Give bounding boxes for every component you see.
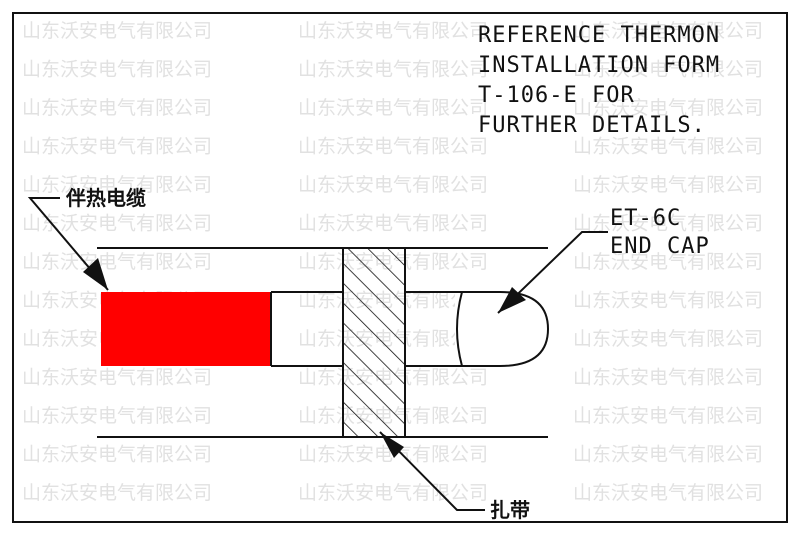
reference-note: REFERENCE THERMON INSTALLATION FORM T-10… — [478, 23, 720, 138]
reference-note-line: INSTALLATION FORM — [478, 53, 720, 78]
end-cap-leader — [497, 231, 608, 314]
watermark-text: 山东沃安电气有限公司 — [298, 174, 488, 196]
end-cap — [455, 291, 550, 367]
watermark-text: 山东沃安电气有限公司 — [22, 59, 212, 81]
watermark-text: 山东沃安电气有限公司 — [298, 482, 488, 504]
watermark-text: 山东沃安电气有限公司 — [573, 174, 763, 196]
heating-cable-arrowhead — [83, 258, 108, 290]
reference-note-line: T-106-E FOR — [478, 83, 635, 108]
watermark-text: 山东沃安电气有限公司 — [22, 97, 212, 119]
cable-tie-label: 扎带 — [490, 498, 530, 522]
end-cap-rim — [456, 291, 463, 367]
watermark-text: 山东沃安电气有限公司 — [22, 213, 212, 235]
watermark-text: 山东沃安电气有限公司 — [573, 213, 763, 235]
watermark-text: 山东沃安电气有限公司 — [22, 482, 212, 504]
watermark-text: 山东沃安电气有限公司 — [22, 20, 212, 42]
diagram-border — [12, 12, 788, 523]
watermark-text: 山东沃安电气有限公司 — [298, 213, 488, 235]
watermark-text: 山东沃安电气有限公司 — [573, 328, 763, 350]
watermark-text: 山东沃安电气有限公司 — [22, 174, 212, 196]
watermark-text: 山东沃安电气有限公司 — [298, 97, 488, 119]
watermark-text: 山东沃安电气有限公司 — [298, 59, 488, 81]
watermark-text: 山东沃安电气有限公司 — [22, 367, 212, 389]
cable-tie-leader — [379, 431, 485, 511]
heating-cable-leader — [27, 197, 109, 291]
watermark-text: 山东沃安电气有限公司 — [573, 251, 763, 273]
end-cap-model-label: ET-6C — [610, 206, 681, 231]
watermark-text: 山东沃安电气有限公司 — [22, 405, 212, 427]
watermark-text: 山东沃安电气有限公司 — [22, 444, 212, 466]
watermark-text: 山东沃安电气有限公司 — [573, 290, 763, 312]
watermark-text: 山东沃安电气有限公司 — [573, 136, 763, 158]
watermark-text: 山东沃安电气有限公司 — [573, 482, 763, 504]
cable-tie-band — [342, 247, 406, 438]
heating-cable-label: 伴热电缆 — [65, 186, 146, 210]
cable-tie-arrowhead — [380, 432, 404, 458]
reference-note-line: FURTHER DETAILS. — [478, 113, 706, 138]
watermark-text: 山东沃安电气有限公司 — [22, 136, 212, 158]
watermark-text: 山东沃安电气有限公司 — [298, 136, 488, 158]
end-cap-name-label: END CAP — [610, 234, 710, 259]
watermark-text: 山东沃安电气有限公司 — [573, 20, 763, 42]
watermark-text: 山东沃安电气有限公司 — [298, 20, 488, 42]
end-cap-arrowhead — [498, 287, 526, 313]
watermark-text: 山东沃安电气有限公司 — [22, 251, 212, 273]
watermark-text: 山东沃安电气有限公司 — [573, 97, 763, 119]
watermark-text: 山东沃安电气有限公司 — [573, 59, 763, 81]
watermark-text: 山东沃安电气有限公司 — [573, 444, 763, 466]
watermark-text: 山东沃安电气有限公司 — [573, 367, 763, 389]
heating-cable — [101, 292, 271, 366]
reference-note-line: REFERENCE THERMON — [478, 23, 720, 48]
watermark-text: 山东沃安电气有限公司 — [573, 405, 763, 427]
